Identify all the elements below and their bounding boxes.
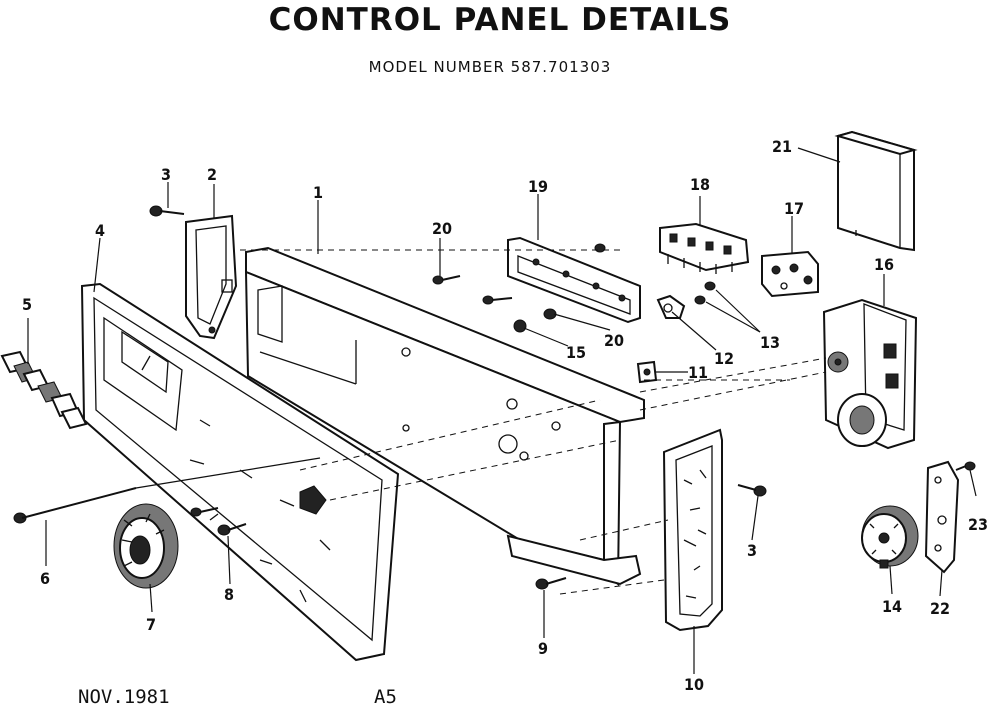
- screw-part-8: [190, 507, 247, 536]
- callout-1: 1: [313, 183, 323, 202]
- mounting-bracket-part-19: [507, 236, 641, 324]
- switch-part-17: [761, 250, 819, 298]
- callout-7: 7: [146, 615, 156, 634]
- callout-12: 12: [714, 349, 734, 368]
- timer-part-16: [822, 298, 918, 450]
- clip-part-11: [636, 360, 658, 384]
- callout-9: 9: [538, 639, 548, 658]
- callout-18: 18: [690, 175, 710, 194]
- fasteners: [432, 243, 716, 333]
- leader-lines: [27, 147, 977, 674]
- callout-4: 4: [95, 221, 105, 240]
- callout-6: 6: [40, 569, 50, 588]
- callout-16: 16: [874, 255, 894, 274]
- callout-8: 8: [224, 585, 234, 604]
- shaft-part-6: [13, 457, 321, 524]
- callout-2: 2: [207, 165, 217, 184]
- callout-14: 14: [882, 597, 902, 616]
- callout-21: 21: [772, 137, 792, 156]
- callout-3-top: 3: [161, 165, 171, 184]
- callout-13: 13: [760, 333, 780, 352]
- callout-22: 22: [930, 599, 950, 618]
- model-number: MODEL NUMBER 587.701303: [368, 58, 612, 76]
- diagram-title: CONTROL PANEL DETAILS: [268, 2, 732, 38]
- push-buttons-part-5: [0, 350, 88, 430]
- motor-part-14: [861, 505, 919, 569]
- callout-10: 10: [684, 675, 704, 694]
- motor-bracket-part-22: [924, 460, 960, 574]
- end-cap-part-10: [662, 428, 723, 632]
- front-panel-part-4: [80, 282, 400, 662]
- screw-part-3-top: [149, 205, 185, 217]
- knob-part-7: [113, 503, 179, 589]
- callout-15: 15: [566, 343, 586, 362]
- panel-channel-part-1: [244, 246, 645, 587]
- callout-labels: 1 2 3 3 4 5 6 7 8 9 10 11 12 13 14 15 16…: [22, 137, 988, 694]
- callout-3-right: 3: [747, 541, 757, 560]
- footer-date: NOV.1981: [78, 686, 170, 708]
- callout-11: 11: [688, 363, 708, 382]
- bracket-part-2: [185, 214, 238, 340]
- callout-23: 23: [968, 515, 988, 534]
- screw-part-23: [955, 461, 976, 471]
- callout-20-lower: 20: [604, 331, 624, 350]
- screw-part-3-right: [737, 484, 767, 497]
- switch-part-18: [659, 222, 750, 274]
- callout-19: 19: [528, 177, 548, 196]
- callout-20-top: 20: [432, 219, 452, 238]
- footer-code: A5: [374, 686, 397, 708]
- timer-cover-part-21: [834, 130, 918, 252]
- alignment-lines: [240, 249, 827, 595]
- callout-17: 17: [784, 199, 804, 218]
- screw-part-9: [535, 577, 567, 590]
- callout-5: 5: [22, 295, 32, 314]
